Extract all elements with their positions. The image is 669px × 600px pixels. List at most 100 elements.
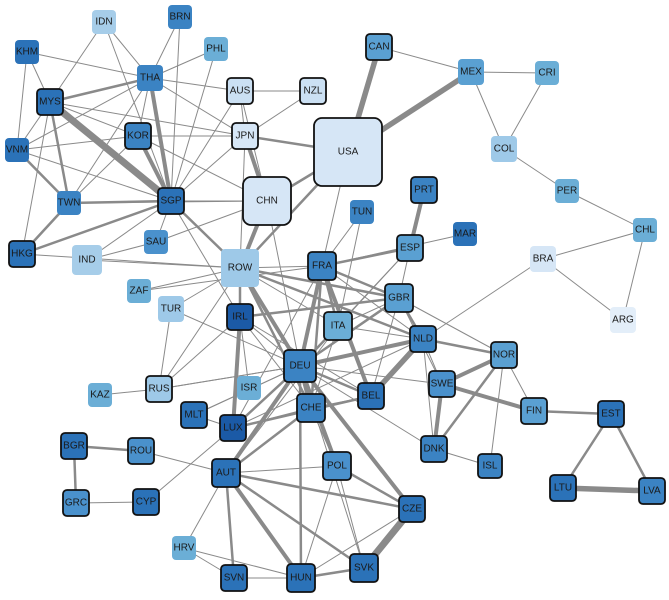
- node-tun[interactable]: TUN: [350, 200, 374, 224]
- node-jpn[interactable]: JPN: [231, 122, 259, 150]
- node-kor[interactable]: KOR: [124, 122, 152, 150]
- node-twn[interactable]: TWN: [57, 191, 81, 215]
- node-box-nld: [409, 325, 437, 353]
- node-box-fra: [307, 251, 337, 281]
- node-cyp[interactable]: CYP: [132, 488, 160, 516]
- node-prt[interactable]: PRT: [410, 176, 438, 204]
- node-che[interactable]: CHE: [296, 393, 326, 423]
- node-ltu[interactable]: LTU: [549, 474, 577, 502]
- edge-mys-hkg: [21, 101, 51, 255]
- node-rus[interactable]: RUS: [145, 375, 173, 403]
- edge-row-hkg: [21, 253, 241, 269]
- edge-chl-arg: [622, 229, 646, 321]
- node-label-arg: ARG: [612, 315, 634, 326]
- node-mlt[interactable]: MLT: [180, 401, 208, 429]
- node-fra[interactable]: FRA: [307, 251, 337, 281]
- node-box-bgr: [60, 432, 88, 460]
- node-grc[interactable]: GRC: [62, 489, 90, 517]
- node-khm[interactable]: KHM: [15, 40, 39, 64]
- node-box-lva: [638, 477, 666, 505]
- node-cze[interactable]: CZE: [398, 495, 426, 523]
- node-label-mlt: MLT: [184, 410, 203, 421]
- node-pol[interactable]: POL: [322, 451, 352, 481]
- node-sgp[interactable]: SGP: [157, 187, 185, 215]
- node-idn[interactable]: IDN: [92, 10, 116, 34]
- node-nzl[interactable]: NZL: [299, 77, 327, 105]
- node-dnk[interactable]: DNK: [420, 435, 448, 463]
- edge-khm-tha: [26, 51, 151, 79]
- node-rou[interactable]: ROU: [127, 437, 155, 465]
- node-bra[interactable]: BRA: [530, 246, 556, 272]
- edge-bra-arg: [542, 258, 624, 321]
- edge-sgp-irl: [170, 200, 241, 318]
- node-tha[interactable]: THA: [137, 65, 163, 91]
- node-deu[interactable]: DEU: [283, 349, 317, 383]
- node-hkg[interactable]: HKG: [8, 240, 36, 268]
- node-zaf[interactable]: ZAF: [127, 279, 151, 303]
- node-nld[interactable]: NLD: [409, 325, 437, 353]
- node-sau[interactable]: SAU: [144, 230, 168, 254]
- node-per[interactable]: PER: [555, 179, 579, 203]
- node-ita[interactable]: ITA: [323, 311, 353, 341]
- node-box-idn: [92, 10, 116, 34]
- node-can[interactable]: CAN: [365, 33, 393, 61]
- node-label-bel: BEL: [362, 391, 381, 402]
- node-nor[interactable]: NOR: [490, 341, 518, 369]
- node-chn[interactable]: CHN: [242, 176, 292, 226]
- edge-vnm-sgp: [16, 149, 172, 202]
- node-arg[interactable]: ARG: [610, 307, 636, 333]
- node-label-chl: CHL: [635, 225, 655, 236]
- edge-aut-svk: [224, 471, 366, 570]
- node-lux[interactable]: LUX: [219, 414, 247, 442]
- node-brn[interactable]: BRN: [168, 5, 192, 29]
- node-label-tun: TUN: [352, 207, 373, 218]
- node-bel[interactable]: BEL: [357, 382, 385, 410]
- edge-tha-jpn: [149, 77, 246, 137]
- node-isr[interactable]: ISR: [237, 376, 261, 400]
- node-cri[interactable]: CRI: [535, 61, 559, 85]
- node-usa[interactable]: USA: [313, 117, 383, 187]
- node-box-cyp: [132, 488, 160, 516]
- node-tur[interactable]: TUR: [158, 296, 184, 322]
- node-row[interactable]: ROW: [221, 249, 259, 287]
- node-box-cze: [398, 495, 426, 523]
- node-vnm[interactable]: VNM: [5, 138, 29, 162]
- node-kaz[interactable]: KAZ: [88, 383, 112, 407]
- edge-can-mex: [378, 46, 472, 73]
- node-label-tha: THA: [140, 73, 160, 84]
- node-hrv[interactable]: HRV: [172, 536, 196, 560]
- node-col[interactable]: COL: [491, 136, 517, 162]
- node-mys[interactable]: MYS: [36, 88, 64, 116]
- node-svn[interactable]: SVN: [220, 564, 248, 592]
- node-mar[interactable]: MAR: [453, 222, 477, 246]
- node-fin[interactable]: FIN: [520, 397, 548, 425]
- edge-per-chl: [566, 190, 646, 231]
- node-irl[interactable]: IRL: [226, 303, 254, 331]
- edge-fra-nld: [321, 265, 424, 340]
- node-esp[interactable]: ESP: [396, 234, 424, 262]
- edge-gbr-nor: [398, 297, 505, 356]
- node-box-nzl: [299, 77, 327, 105]
- node-label-lux: LUX: [223, 423, 243, 434]
- node-label-lva: LVA: [643, 486, 661, 497]
- node-hun[interactable]: HUN: [286, 563, 316, 593]
- edge-nor-dnk: [432, 353, 506, 451]
- node-aut[interactable]: AUT: [211, 458, 241, 488]
- node-mex[interactable]: MEX: [458, 59, 484, 85]
- edge-aut-cze: [224, 471, 414, 511]
- node-box-aut: [211, 458, 241, 488]
- node-box-per: [555, 179, 579, 203]
- node-est[interactable]: EST: [597, 400, 625, 428]
- node-ind[interactable]: IND: [72, 245, 102, 275]
- edge-gbr-irl: [238, 296, 401, 319]
- node-phl[interactable]: PHL: [204, 37, 228, 61]
- node-swe[interactable]: SWE: [428, 370, 456, 398]
- edge-vnm-kor: [16, 135, 139, 151]
- node-isl[interactable]: ISL: [477, 453, 503, 479]
- node-svk[interactable]: SVK: [349, 553, 379, 583]
- node-aus[interactable]: AUS: [226, 77, 254, 105]
- node-chl[interactable]: CHL: [633, 218, 657, 242]
- node-bgr[interactable]: BGR: [60, 432, 88, 460]
- node-gbr[interactable]: GBR: [384, 283, 414, 313]
- node-lva[interactable]: LVA: [638, 477, 666, 505]
